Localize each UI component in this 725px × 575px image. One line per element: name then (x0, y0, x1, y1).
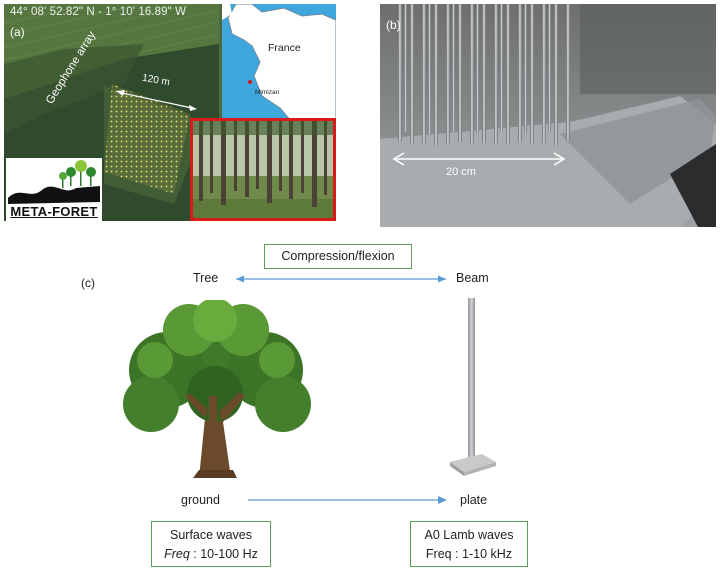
surface-waves-freq: Freq : 10-100 Hz (152, 545, 270, 564)
france-map: France Mimizan (222, 4, 336, 122)
map-town-label: Mimizan (255, 89, 280, 96)
surface-waves-label: Surface waves (170, 528, 252, 542)
geophone-array-grid (104, 84, 197, 194)
compression-flexion-box: Compression/flexion (264, 244, 412, 269)
tree-illustration (123, 300, 311, 478)
ground-label: ground (181, 493, 220, 507)
panel-a-satellite: 44° 08' 52.82" N - 1° 10' 16.89" W (a) 1… (4, 4, 336, 221)
plate-label: plate (460, 493, 488, 507)
surface-waves-freq-value: : 10-100 Hz (189, 547, 258, 561)
meta-foret-logo: META-FORET (6, 158, 102, 221)
panel-b-photo: (b) 20 cm (380, 4, 716, 227)
beam-label: Beam (456, 271, 489, 285)
compression-flexion-label: Compression/flexion (281, 249, 395, 263)
lamb-waves-box: A0 Lamb waves Freq : 1-10 kHz (410, 521, 528, 567)
logo-text: META-FORET (10, 204, 98, 219)
scale-label: 20 cm (446, 166, 476, 178)
freq-italic-label: Freq (164, 547, 190, 561)
beam-illustration (450, 298, 496, 476)
lamb-waves-label: A0 Lamb waves (424, 528, 514, 542)
panel-b-label: (b) (386, 18, 401, 32)
ground-plate-arrow (248, 496, 447, 504)
tree-beam-arrow (236, 275, 446, 283)
beam-array-photo (380, 4, 716, 227)
forest-photo (190, 118, 336, 221)
gps-coordinates: 44° 08' 52.82" N - 1° 10' 16.89" W (10, 6, 187, 18)
panel-c-label: (c) (81, 276, 95, 290)
surface-waves-box: Surface waves Freq : 10-100 Hz (151, 521, 271, 567)
tree-label: Tree (193, 271, 219, 285)
panel-a-label: (a) (10, 25, 25, 39)
lamb-waves-freq: Freq : 1-10 kHz (425, 547, 513, 561)
map-country-label: France (268, 42, 301, 54)
